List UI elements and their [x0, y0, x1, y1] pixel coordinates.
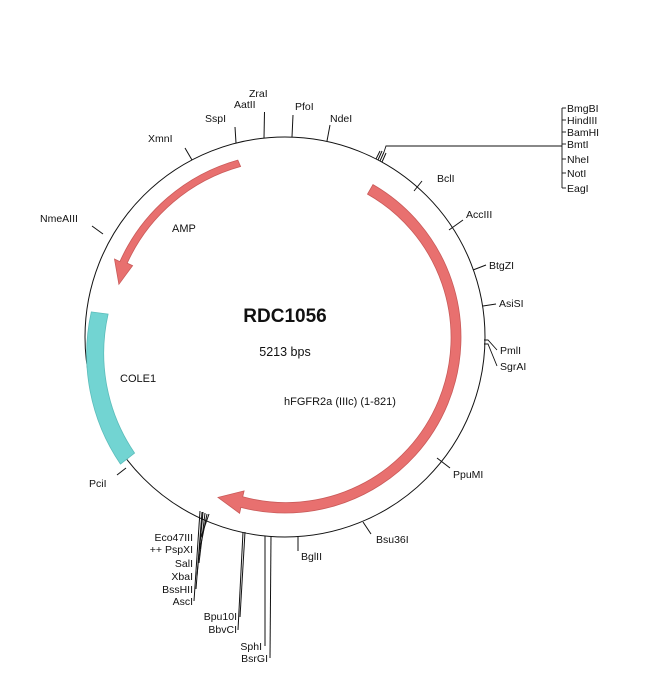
- site-label-xmni: XmnI: [148, 133, 173, 145]
- site-label-pcii: PciI: [89, 478, 107, 490]
- site-label-pfoi: PfoI: [295, 101, 314, 113]
- plasmid-backbone: [84, 136, 486, 538]
- plasmid-size: 5213 bps: [259, 345, 310, 359]
- site-label-pspxi: ++ PspXI: [150, 544, 193, 556]
- site-label-bglii: BglII: [301, 551, 322, 563]
- site-label-ndei: NdeI: [330, 113, 352, 125]
- site-label-sphi: SphI: [240, 641, 262, 653]
- feature-label-hfgfr2a: hFGFR2a (IIIc) (1-821): [284, 396, 396, 408]
- site-label-acciii: AccIII: [466, 209, 492, 221]
- site-label-bpu10i: Bpu10I: [204, 611, 237, 623]
- feature-label-cole1: COLE1: [120, 373, 156, 385]
- site-label-bsrgi: BsrGI: [241, 653, 268, 665]
- site-label-sspi: SspI: [205, 113, 226, 125]
- site-label-bmgbi: BmgBI: [567, 103, 599, 115]
- site-label-bbvci: BbvCI: [208, 624, 237, 636]
- site-label-xbai: XbaI: [171, 571, 193, 583]
- site-label-sali: SalI: [175, 558, 193, 570]
- feature-hfgfr2a-arrow: [217, 184, 462, 514]
- site-label-noti: NotI: [567, 168, 586, 180]
- site-label-btgzi: BtgZI: [489, 260, 514, 272]
- site-label-sgrai: SgrAI: [500, 361, 526, 373]
- site-label-bcli: BclI: [437, 173, 455, 185]
- feature-label-amp: AMP: [172, 223, 196, 235]
- site-label-hindiii: HindIII: [567, 115, 597, 127]
- feature-cole1-box: [86, 311, 136, 465]
- site-label-ppumi: PpuMI: [453, 469, 483, 481]
- plasmid-name: RDC1056: [243, 306, 326, 327]
- site-label-aatii: AatII: [234, 99, 256, 111]
- site-label-bamhi: BamHI: [567, 127, 599, 139]
- site-label-asci: AscI: [173, 596, 193, 608]
- site-label-eagi: EagI: [567, 183, 589, 195]
- site-label-bsshii: BssHII: [162, 584, 193, 596]
- site-label-zrai: ZraI: [249, 88, 268, 100]
- site-label-eco47iii: Eco47III: [154, 532, 193, 544]
- site-label-nhei: NheI: [567, 154, 589, 166]
- feature-amp-arrow: [113, 159, 242, 286]
- site-label-bsu36i: Bsu36I: [376, 534, 409, 546]
- site-label-bmti: BmtI: [567, 139, 589, 151]
- site-label-asisi: AsiSI: [499, 298, 524, 310]
- site-label-nmeaiii: NmeAIII: [40, 213, 78, 225]
- site-label-pmli: PmlI: [500, 345, 521, 357]
